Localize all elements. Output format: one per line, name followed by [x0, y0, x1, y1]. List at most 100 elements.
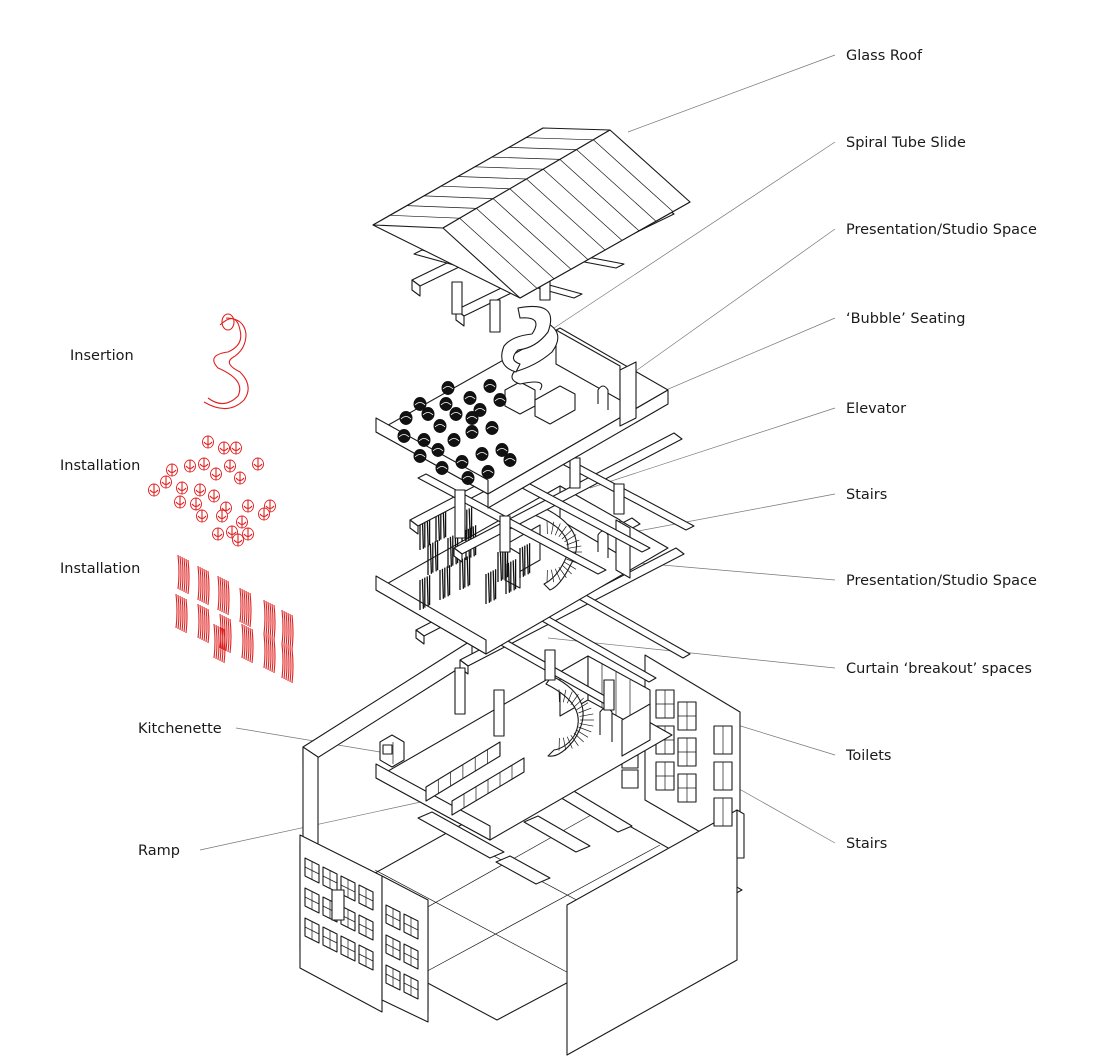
third-floor — [375, 319, 669, 509]
red-curtain-strand — [213, 623, 216, 659]
red-curtain-strand — [181, 596, 184, 632]
red-curtain-strand — [273, 638, 276, 674]
kitchenette — [379, 734, 405, 768]
curtain-strand — [449, 536, 453, 567]
red-curtain-strand — [197, 603, 200, 639]
curtain-strand — [487, 572, 491, 603]
roof-rib — [509, 188, 589, 260]
red-curtain-strand — [223, 615, 226, 651]
red-curtain-strand — [249, 592, 252, 628]
roof-rib — [476, 208, 555, 280]
glass-roof — [372, 127, 691, 299]
label-installation-bubbles: Installation — [60, 458, 140, 474]
red-curtain-strand — [289, 613, 292, 649]
red-curtain-strand — [225, 616, 228, 652]
label-insertion: Insertion — [70, 348, 134, 364]
curtain-strand — [441, 568, 445, 599]
stair-tread — [567, 545, 582, 549]
stair-tread — [576, 702, 589, 711]
bubble-seat — [463, 391, 477, 405]
front-right-wall — [566, 809, 738, 1056]
bubble-seat — [431, 443, 445, 457]
bubble-seat — [493, 393, 507, 407]
stair-tread — [573, 732, 584, 743]
red-curtain-strand — [197, 565, 200, 601]
stair-tread — [578, 707, 592, 714]
curtain-strand — [507, 562, 511, 593]
stair-tread — [570, 734, 579, 746]
curtain-strand — [421, 578, 425, 609]
red-curtain-strand — [219, 576, 222, 612]
red-curtain-strand — [245, 625, 248, 661]
bubble-seat — [421, 407, 435, 421]
red-curtain-strand — [177, 554, 180, 590]
red-curtain-strand — [271, 637, 274, 673]
roof-rib — [474, 166, 544, 170]
label-stairs-upper: Stairs — [846, 487, 887, 503]
red-curtain-strand — [273, 604, 276, 640]
bubble-seat — [397, 429, 411, 443]
red-curtain-strand — [175, 593, 178, 629]
stair-tread — [576, 729, 589, 738]
curtain-strand — [426, 576, 429, 607]
roof-rib — [593, 139, 674, 212]
roof-rib — [542, 168, 623, 241]
bubble-seat — [441, 381, 455, 395]
roof-rib — [459, 217, 538, 289]
bubble-seating — [397, 379, 517, 485]
stair-tread — [566, 736, 573, 749]
curtain-strand — [504, 548, 507, 579]
label-installation-curtains: Installation — [60, 561, 140, 577]
first-floor — [375, 655, 673, 841]
installation-bubbles — [148, 435, 276, 547]
stair-tread — [558, 566, 567, 578]
stair-tread — [551, 569, 555, 583]
bubble-seat — [449, 407, 463, 421]
roof-rib — [423, 195, 494, 199]
red-curtain-strand — [285, 645, 288, 681]
roof-rib — [492, 198, 572, 270]
stair-tread — [564, 534, 577, 543]
red-curtain-strand — [243, 589, 246, 625]
red-curtain-strand — [241, 588, 244, 624]
red-curtain-strand — [185, 558, 188, 594]
bubble-seat — [455, 455, 469, 469]
bubble-seat — [433, 419, 447, 433]
red-curtain-strand — [179, 595, 182, 631]
roof-rib — [457, 176, 527, 180]
roof-rib — [440, 185, 510, 190]
bubble-seat — [475, 447, 489, 461]
red-curtain-strand — [249, 627, 252, 663]
bubble-seat — [465, 425, 479, 439]
bubble-seat — [439, 397, 453, 411]
roof-rib — [576, 149, 657, 222]
red-curtain-strand — [199, 604, 202, 640]
bubble-seat — [413, 449, 427, 463]
red-curtain-strand — [267, 635, 270, 671]
red-curtain-strand — [185, 598, 188, 634]
red-curtain-strand — [179, 555, 182, 591]
stair-tread — [564, 561, 577, 570]
bubble-seat — [485, 421, 499, 435]
red-curtain-strand — [265, 600, 268, 636]
red-curtain-strand — [283, 610, 286, 646]
red-curtain-strand — [223, 628, 226, 664]
roof-rib — [526, 178, 606, 251]
red-curtain-strand — [183, 557, 186, 593]
bubble-seat — [495, 443, 509, 457]
bubble-seat — [413, 397, 427, 411]
red-curtain-strand — [221, 627, 224, 663]
label-bubble-seating: ‘Bubble’ Seating — [846, 311, 965, 327]
red-curtain-strand — [205, 569, 208, 605]
stair-tread — [563, 689, 567, 703]
stair-tread — [566, 539, 580, 546]
red-curtain-strand — [291, 614, 294, 650]
stair-tread — [554, 568, 561, 581]
bubble-seat — [465, 411, 479, 425]
label-ramp: Ramp — [138, 843, 180, 859]
roof-rib — [508, 147, 577, 150]
curtain-strand — [446, 566, 449, 597]
stair-tread — [578, 726, 592, 733]
red-curtain-strand — [241, 623, 244, 659]
red-curtain-strand — [215, 624, 218, 660]
